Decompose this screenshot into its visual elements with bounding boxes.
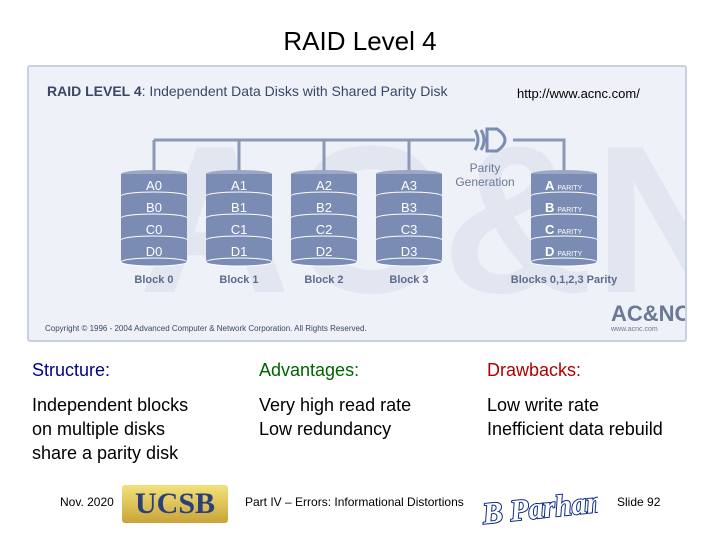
disk-segment [206, 240, 272, 262]
block-label: B3 [401, 200, 417, 215]
disk-segment [376, 196, 442, 218]
block-label: A2 [316, 178, 332, 193]
drawbacks-line-1: Low write rate [487, 395, 600, 415]
block-label: D1 [231, 244, 248, 259]
ucsb-logo-text: UCSB [134, 487, 216, 520]
block-label: C2 [316, 222, 333, 237]
structure-line-1: Independent blocks [32, 395, 189, 415]
disk-label: Block 0 [134, 274, 173, 286]
acnc-logo-url: www.acnc.com [610, 326, 658, 333]
drawbacks-heading: Drawbacks: [487, 360, 582, 380]
disk-segment [291, 174, 357, 196]
parity-label-line1: Parity [470, 161, 501, 175]
disk-segment [121, 218, 187, 240]
block-label: D3 [401, 244, 418, 259]
disk-segment [531, 218, 597, 240]
disk-segment [291, 196, 357, 218]
disk-segment [376, 240, 442, 262]
disk-segment-edge [120, 257, 188, 267]
parity-disk-label: Blocks 0,1,2,3 Parity [511, 274, 618, 286]
structure-line-2: on multiple disks [32, 419, 166, 439]
acnc-logo: AC&NC [611, 301, 685, 326]
disk-segment [121, 240, 187, 262]
advantages-heading: Advantages: [259, 360, 360, 380]
block-label: B0 [146, 200, 162, 215]
source-url: http://www.acnc.com/ [517, 86, 640, 101]
disk-segment [206, 174, 272, 196]
disk-segment [291, 218, 357, 240]
disk-segment [121, 196, 187, 218]
disk-segment [531, 174, 597, 196]
block-label: B1 [231, 200, 247, 215]
disk-label: Block 1 [219, 274, 258, 286]
disk-segment [531, 240, 597, 262]
signature-svg: B Parhami [479, 483, 621, 532]
disk-segment-edge [205, 257, 273, 267]
disk-segment [376, 218, 442, 240]
advantages-text: Very high read rate Low redundancy [259, 393, 469, 441]
structure-column: Structure: Independent blocks on multipl… [32, 360, 232, 465]
drawbacks-line-2: Inefficient data rebuild [487, 419, 663, 439]
disk-label: Block 2 [304, 274, 343, 286]
disk-segment-edge [375, 257, 443, 267]
drawbacks-text: Low write rate Inefficient data rebuild [487, 393, 712, 441]
drawbacks-column: Drawbacks: Low write rate Inefficient da… [487, 360, 712, 441]
signature-text: B Parhami [480, 484, 598, 528]
figure-heading-rest: : Independent Data Disks with Shared Par… [142, 83, 449, 99]
block-label: D2 [316, 244, 333, 259]
structure-heading: Structure: [32, 360, 111, 380]
disk-segment [376, 174, 442, 196]
disk-segment [121, 174, 187, 196]
figure-heading-bold: RAID LEVEL 4 [47, 83, 142, 99]
raid-diagram-svg: AC&NC RAID LEVEL 4: Independent Data Dis… [45, 83, 685, 337]
disk-segment [531, 196, 597, 218]
parity-label-line2: Generation [455, 175, 514, 189]
block-label: A3 [401, 178, 417, 193]
structure-text: Independent blocks on multiple disks sha… [32, 393, 232, 465]
block-label: D0 [146, 244, 163, 259]
disk-segment-edge [530, 257, 598, 267]
advantages-column: Advantages: Very high read rate Low redu… [259, 360, 469, 441]
disk-segment [206, 196, 272, 218]
footer-date: Nov. 2020 [60, 495, 114, 509]
parity-gate-icon [473, 127, 507, 153]
disk-segment-edge [290, 257, 358, 267]
block-label: C1 [231, 222, 248, 237]
block-label: A0 [146, 178, 162, 193]
disk-segment [291, 240, 357, 262]
copyright-text: Copyright © 1996 - 2004 Advanced Compute… [45, 324, 367, 333]
figure-heading: RAID LEVEL 4: Independent Data Disks wit… [47, 83, 448, 99]
bus-lines [152, 138, 566, 174]
raid-diagram: AC&NC RAID LEVEL 4: Independent Data Dis… [27, 65, 687, 342]
advantages-line-2: Low redundancy [259, 419, 392, 439]
slide-number: Slide 92 [617, 495, 661, 509]
block-label: B2 [316, 200, 332, 215]
advantages-line-1: Very high read rate [259, 395, 412, 415]
block-label: C3 [401, 222, 418, 237]
block-label: A1 [231, 178, 247, 193]
signature-logo: B Parhami [478, 480, 621, 532]
disk-label: Block 3 [389, 274, 428, 286]
footer-center: Part IV – Errors: Informational Distorti… [245, 495, 464, 509]
slide-title: RAID Level 4 [283, 26, 437, 56]
disk-segment [206, 218, 272, 240]
ucsb-logo: UCSB [122, 485, 228, 523]
block-label: C0 [146, 222, 163, 237]
structure-line-3: share a parity disk [32, 443, 179, 463]
